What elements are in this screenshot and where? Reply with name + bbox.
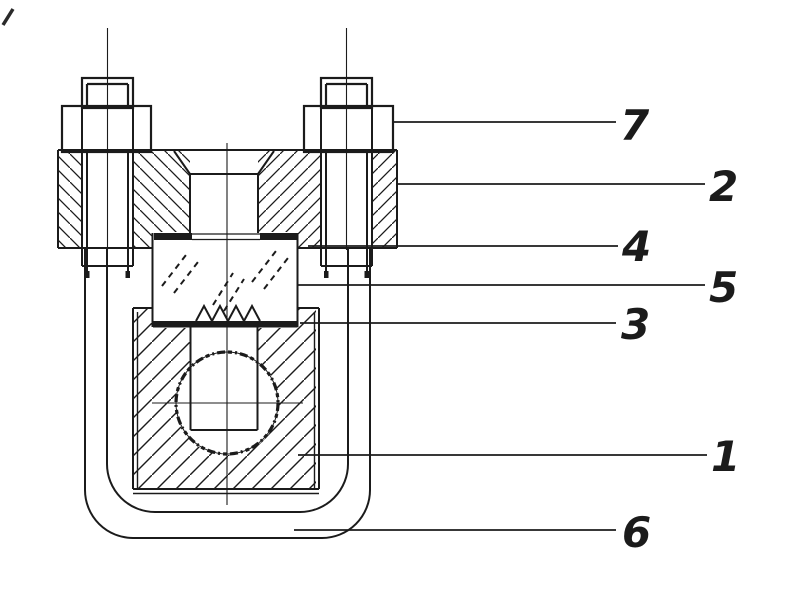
part-label-6: 6 bbox=[622, 508, 651, 557]
scan-artifact-mark bbox=[1, 8, 15, 26]
top-plate-hatching bbox=[58, 150, 397, 248]
u-bolt bbox=[84, 248, 371, 539]
seal-top bbox=[154, 233, 297, 241]
u-bolt-inner-edge bbox=[106, 248, 349, 513]
leader-lines bbox=[294, 121, 707, 531]
threaded-shanks bbox=[81, 108, 373, 278]
seal-bottom bbox=[153, 321, 298, 328]
part-number-labels: 7 2 4 5 3 1 6 bbox=[620, 101, 740, 557]
part-label-4: 4 bbox=[621, 222, 651, 271]
centerlines bbox=[106, 28, 348, 505]
part-label-3: 3 bbox=[621, 300, 650, 349]
part-label-7: 7 bbox=[620, 101, 650, 150]
sight-glass-assembly bbox=[151, 233, 299, 328]
spring bbox=[195, 303, 261, 324]
part-label-1: 1 bbox=[711, 432, 740, 481]
part-label-5: 5 bbox=[709, 263, 738, 312]
u-bolt-outer-edge bbox=[84, 248, 371, 539]
nut-right bbox=[302, 104, 395, 154]
clamp-body-hatching bbox=[134, 232, 316, 490]
plate-central-recess bbox=[173, 150, 275, 233]
rope-slot bbox=[189, 327, 259, 431]
nut-left bbox=[60, 104, 153, 154]
part-label-2: 2 bbox=[709, 162, 738, 211]
